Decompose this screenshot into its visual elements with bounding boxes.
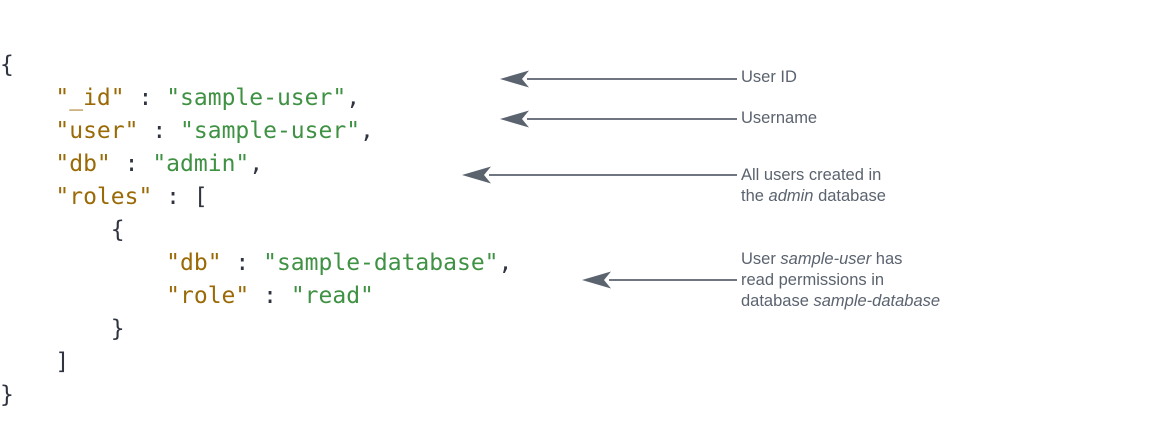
json-token-punct: , [360, 118, 374, 144]
line-close-brace: } [0, 379, 720, 412]
line-role-role: "role" : "read" [0, 280, 720, 313]
json-token-punct: , [346, 85, 361, 111]
json-token-key: "_id" [55, 85, 125, 111]
json-token-punct: : [ [152, 184, 208, 210]
line-roles: "roles" : [ [0, 181, 720, 214]
json-token-str: "read" [290, 283, 374, 309]
annotation-text: User ID [741, 68, 797, 86]
annotation-emphasis: admin [768, 187, 814, 205]
json-token-punct: , [249, 151, 264, 177]
annotation-text: database [813, 187, 886, 205]
json-token-str: "admin" [152, 151, 250, 177]
json-token-punct: : [249, 283, 291, 309]
annotation-text: All users created in the [741, 166, 882, 205]
json-token-key: "db" [166, 250, 222, 276]
json-token-punct: , [498, 250, 513, 276]
json-token-str: "sample-user" [166, 85, 347, 111]
annotation-text: User [741, 250, 781, 268]
json-token-str: "sample-database" [263, 250, 499, 276]
json-token-punct: : [110, 151, 153, 177]
annotation-text: has read permissions in database [741, 250, 903, 310]
line-id: "_id" : "sample-user", [0, 82, 720, 115]
json-token-punct: } [110, 316, 125, 342]
json-token-key: "role" [166, 283, 250, 309]
line-roles-close: ] [0, 346, 720, 379]
json-token-punct: : [221, 250, 264, 276]
line-role-open: { [0, 214, 720, 247]
line-open-brace: { [0, 49, 720, 82]
json-token-punct: : [138, 118, 181, 144]
annotation-read-permissions-label: User sample-user has read permissions in… [741, 249, 1001, 312]
annotation-text: Username [741, 109, 818, 127]
annotation-emphasis: sample-database [813, 292, 941, 310]
line-role-close: } [0, 313, 720, 346]
annotation-emphasis: sample-user [780, 250, 872, 268]
annotation-admin-database-label: All users created in the admin database [741, 165, 971, 207]
json-token-key: "roles" [55, 184, 153, 210]
json-token-punct: } [0, 382, 14, 408]
annotation-user-id-label: User ID [741, 67, 797, 88]
json-token-punct: ] [55, 349, 70, 375]
annotation-username-label: Username [741, 108, 817, 129]
line-db: "db" : "admin", [0, 148, 720, 181]
json-token-key: "db" [55, 151, 111, 177]
line-user: "user" : "sample-user", [0, 115, 720, 148]
json-token-punct: { [0, 52, 14, 78]
json-token-key: "user" [55, 118, 139, 144]
json-token-punct: : [124, 85, 167, 111]
json-token-str: "sample-user" [180, 118, 361, 144]
json-code-block: { "_id" : "sample-user", "user" : "sampl… [0, 49, 720, 412]
json-token-punct: { [110, 217, 125, 243]
line-role-db: "db" : "sample-database", [0, 247, 720, 280]
